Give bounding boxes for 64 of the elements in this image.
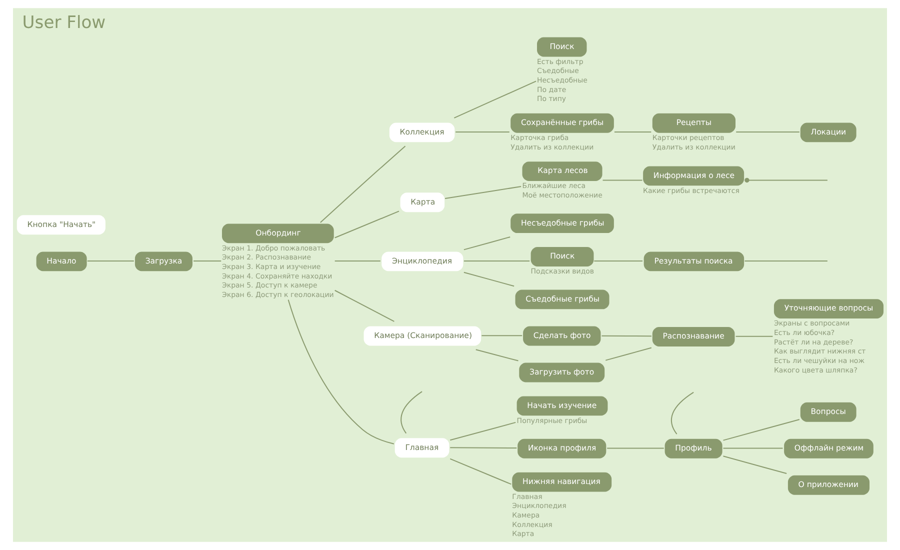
- node-box: Локации: [800, 122, 856, 142]
- node-box: Энциклопедия: [382, 252, 464, 272]
- node-box: О приложении: [788, 475, 870, 495]
- node-box: Поиск: [537, 37, 587, 57]
- node-box: Онбординг: [222, 224, 334, 244]
- connector: [444, 186, 522, 199]
- node-box: Коллекция: [389, 122, 455, 142]
- connector: [334, 260, 380, 262]
- connector: [288, 300, 394, 444]
- node-box: Загрузка: [134, 252, 192, 272]
- node-box: Сделать фото: [523, 326, 601, 346]
- connector: [602, 180, 642, 181]
- node-box: Уточняющие вопросы: [774, 299, 884, 318]
- connector: [464, 236, 510, 250]
- node-box: Рецепты: [652, 113, 736, 133]
- connector: [464, 260, 530, 262]
- node-box: Нижняя навигация: [512, 472, 612, 492]
- connector: [614, 132, 652, 133]
- connector: [87, 260, 134, 262]
- connector: [482, 335, 522, 336]
- connector: [744, 260, 828, 262]
- node-box: Иконка профиля: [518, 438, 606, 458]
- node-box: Начать изучение: [516, 396, 608, 416]
- node-box: Оффлайн режим: [784, 438, 874, 458]
- connector: [723, 418, 800, 441]
- node-box: Начало: [36, 252, 87, 272]
- connector: [450, 447, 517, 448]
- node-box: Профиль: [664, 438, 722, 458]
- node-box: Карта: [400, 192, 445, 212]
- node-box: Распознавание: [652, 327, 735, 346]
- node-box: Поиск: [530, 247, 594, 266]
- connector: [194, 260, 222, 262]
- node-box: Камера (Сканирование): [364, 326, 482, 346]
- connector: [334, 290, 394, 322]
- connector: [476, 349, 518, 362]
- connector: [334, 210, 400, 238]
- node-box: Кнопка "Начать": [16, 215, 106, 235]
- connector: [602, 335, 652, 337]
- node-box: Вопросы: [800, 402, 856, 422]
- connector: [454, 80, 536, 118]
- connector: [400, 391, 422, 434]
- node-box: Результаты поиска: [644, 252, 744, 272]
- connector: [450, 458, 512, 485]
- connector: [464, 272, 514, 287]
- connector: [456, 132, 510, 133]
- connector: [670, 392, 694, 434]
- connector: [320, 146, 406, 223]
- connector: [594, 260, 643, 262]
- connector: [450, 422, 516, 441]
- node-box: Несъедобные грибы: [510, 214, 614, 234]
- connector: [605, 347, 652, 361]
- node-box: Информация о лесе: [643, 166, 744, 186]
- connector: [736, 336, 773, 337]
- connector: [748, 180, 828, 181]
- connector: [723, 448, 783, 449]
- node-box: Съедобные грибы: [515, 290, 610, 310]
- connector: [607, 448, 664, 449]
- node-box: Загрузить фото: [519, 362, 605, 382]
- node-box: Сохранённые грибы: [510, 113, 614, 133]
- node-box: Карта лесов: [522, 162, 602, 181]
- diagram-title: User Flow: [22, 13, 106, 34]
- connector: [723, 456, 787, 474]
- connector: [736, 132, 800, 133]
- node-box: Главная: [394, 438, 450, 458]
